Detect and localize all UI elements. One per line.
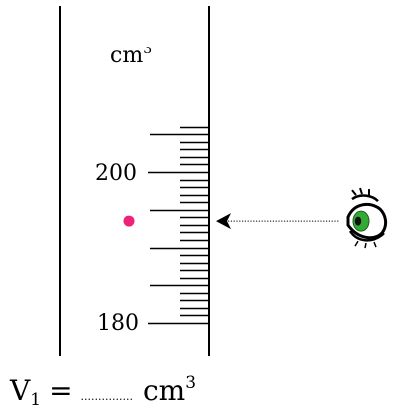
eye-icon [346,187,388,249]
answer-line: V1 =............... cm3 [9,373,196,410]
meniscus-dot [123,215,135,227]
cylinder-unit-label: cm3 [110,41,152,68]
scale-ticks [148,126,209,325]
answer-blank[interactable]: ............... [81,390,133,403]
cylinder-unit-exponent: 3 [143,41,152,57]
answer-equals: = [49,374,72,407]
arrowhead-icon [216,213,231,230]
answer-unit-exponent: 3 [185,373,196,393]
answer-unit: cm [143,374,185,407]
answer-variable: V [9,374,31,407]
tick-label-200: 200 [95,161,137,186]
cylinder-unit-text: cm [110,43,143,68]
tick-label-180: 180 [97,311,139,336]
label-clip-mask [100,38,170,47]
answer-subscript: 1 [30,390,41,410]
